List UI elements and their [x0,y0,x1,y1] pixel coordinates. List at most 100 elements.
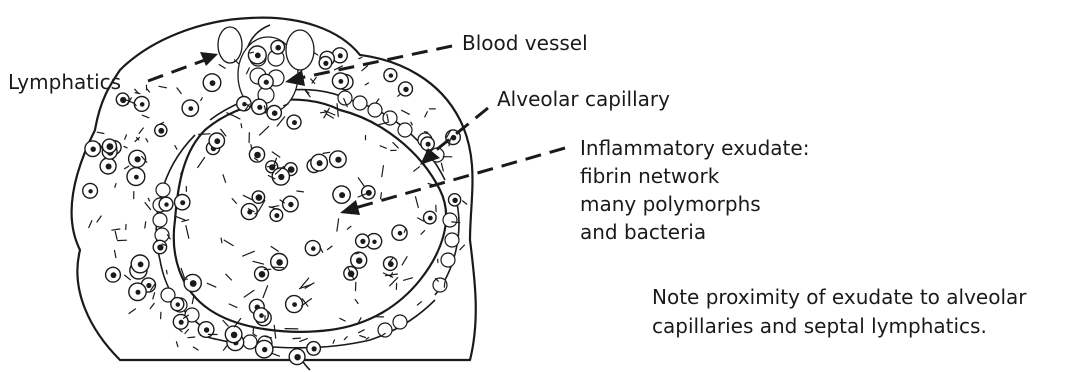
cell-nucleus [264,80,269,85]
fibrin-strand [376,99,379,103]
cell-nucleus [276,259,283,266]
cell-nucleus [210,80,216,86]
label-note-line1: Note proximity of exudate to alveolar [652,285,1027,309]
fibrin-strand [232,199,236,204]
label-lymphatics: Lymphatics [8,70,121,94]
cell-nucleus [140,102,145,107]
fibrin-strand [393,143,398,148]
fibrin-strand [139,128,143,133]
cell-nucleus [339,79,344,84]
fibrin-strand [244,290,254,297]
fibrin-strand [411,122,413,125]
fibrin-strand [167,270,168,274]
cell-nucleus [120,97,126,103]
fibrin-strand [159,86,167,88]
fibrin-strand [416,197,419,208]
cell-nucleus [262,347,267,352]
fibrin-strand [365,83,368,85]
fibrin-strand [124,146,127,148]
cell-nucleus [88,189,92,193]
leader-lines [148,46,565,215]
cell-nucleus [214,138,220,144]
cell-nucleus [138,262,144,268]
cell-nucleus [136,290,141,295]
fibrin-strand [241,124,242,128]
fibrin-strand [337,104,338,117]
label-exudate-line2: fibrin network [580,164,720,188]
cell-nucleus [451,135,457,141]
fibrin-strand [226,274,232,280]
fibrin-strand [300,339,308,342]
cell-nucleus [372,240,376,244]
fibrin-strand [89,221,92,228]
fibrin-strand [398,94,401,96]
fibrin-strand [460,245,465,250]
fibrin-strand [125,166,129,169]
fibrin-strand [188,337,195,338]
cell-nucleus [338,53,343,58]
leader-lymphatics [148,60,205,81]
fibrin-strand [418,218,424,221]
cell-nucleus [91,147,96,152]
cell-nucleus [176,302,180,306]
fibrin-strand [145,203,151,210]
fibrin-strand [97,216,101,222]
fibrin-strand [148,198,149,201]
fibrin-strand [274,325,276,338]
fibrin-strand [414,167,420,172]
cell-nucleus [106,164,112,170]
fibrin-strand [176,217,185,221]
cell-nucleus [428,216,433,221]
cell-nucleus [335,157,341,163]
fibrin-strand [425,132,428,133]
fibrin-strand [355,300,358,304]
fibrin-strand [272,267,283,268]
cell-nucleus [323,61,328,66]
cell-nucleus [403,87,408,92]
fibrin-strand [223,321,228,327]
fibrin-strand [333,340,334,343]
fibrin-strand [402,257,407,265]
fibrin-strand [344,337,347,340]
fibrin-strand [243,251,255,256]
fibrin-strand [402,110,410,114]
fibrin-strand [337,219,339,231]
fibrin-strand [150,303,154,308]
cell-nucleus [135,156,141,162]
fibrin-strand [321,112,327,113]
cell-nucleus [111,272,117,278]
cell-nucleus [188,106,193,111]
cell-nucleus [339,192,345,198]
fibrin-strand [421,231,425,235]
fibrin-strand [142,115,149,118]
fibrin-strand [207,283,216,287]
fibrin-strand [175,146,177,150]
cell-nucleus [292,120,297,125]
fibrin-strand [358,178,364,187]
cell-nucleus [294,354,300,360]
fibrin-strand [223,175,226,183]
cell-nucleus [254,152,261,159]
cell-nucleus [311,246,316,251]
fibrin-strand [177,88,181,94]
fibrin-strand [243,195,252,199]
cell-nucleus [356,258,362,264]
fibrin-strand [263,286,268,298]
fibrin-strand [328,246,333,250]
fibrin-strand [404,278,413,281]
fibrin-strand [146,139,148,142]
fibrin-strand [380,146,386,149]
fibrin-strand [179,330,182,332]
fibrin-strand [360,336,366,338]
cell-nucleus [274,213,279,218]
leader-alveolar-capillary [430,108,488,155]
cell-nucleus [259,313,264,318]
lung-tissue-illustration [72,18,476,370]
fibrin-strand [115,231,117,239]
fibrin-strand [444,282,445,287]
cell-nucleus [288,202,293,207]
fibrin-strand [224,240,233,246]
fibrin-strand [176,342,178,347]
arrowhead-lymphatics [200,52,218,66]
fibrin-strand [417,302,421,305]
